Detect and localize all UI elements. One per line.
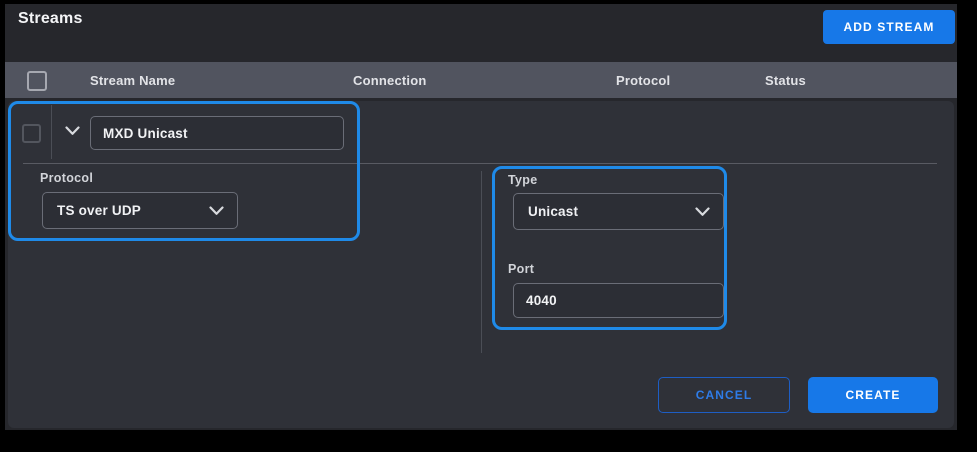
column-header-stream-name: Stream Name	[90, 72, 176, 88]
type-select-value: Unicast	[528, 204, 579, 219]
protocol-select[interactable]: TS over UDP	[42, 192, 238, 229]
row-separator	[51, 105, 52, 159]
cancel-button[interactable]: CANCEL	[658, 377, 790, 413]
type-select[interactable]: Unicast	[513, 193, 724, 230]
column-header-status: Status	[765, 72, 806, 88]
streams-panel: Streams ADD STREAM Stream Name Connectio…	[5, 4, 957, 430]
expanded-stream-row: Protocol TS over UDP Type Unicast Port C…	[8, 101, 954, 428]
select-all-checkbox[interactable]	[27, 71, 47, 91]
create-button[interactable]: CREATE	[808, 377, 938, 413]
chevron-down-icon	[695, 206, 710, 216]
column-header-connection: Connection	[353, 72, 427, 88]
port-label: Port	[508, 262, 535, 276]
column-header-protocol: Protocol	[616, 72, 671, 88]
protocol-select-value: TS over UDP	[57, 203, 141, 218]
settings-column-divider	[481, 171, 482, 353]
row-detail-divider	[23, 163, 937, 164]
port-input[interactable]	[513, 283, 724, 318]
page-title: Streams	[18, 10, 83, 27]
type-label: Type	[508, 173, 538, 187]
stream-name-input[interactable]	[90, 116, 344, 150]
protocol-label: Protocol	[40, 171, 94, 185]
row-checkbox[interactable]	[22, 124, 41, 143]
add-stream-button[interactable]: ADD STREAM	[823, 10, 955, 44]
table-header-row: Stream Name Connection Protocol Status	[5, 62, 957, 98]
chevron-down-icon	[209, 205, 224, 215]
chevron-down-icon	[64, 126, 80, 135]
collapse-row-button[interactable]	[63, 123, 81, 139]
